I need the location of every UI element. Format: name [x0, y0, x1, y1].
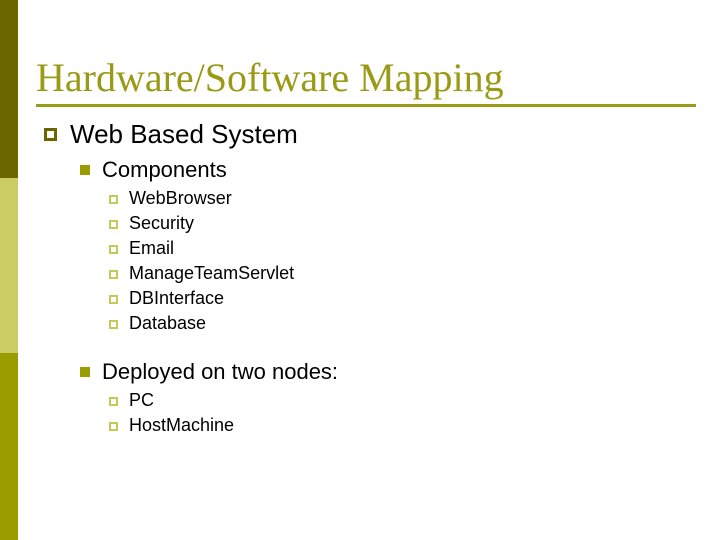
outline-item-level3: Security	[109, 211, 696, 235]
small-hollow-square-bullet-icon	[109, 295, 118, 304]
outline-item-level3: ManageTeamServlet	[109, 261, 696, 285]
outline-group-spacer	[36, 336, 696, 352]
small-hollow-square-bullet-icon	[109, 245, 118, 254]
sidebar-accent-top	[0, 0, 18, 178]
sidebar-accent-middle	[0, 178, 18, 353]
small-hollow-square-bullet-icon	[109, 422, 118, 431]
filled-square-bullet-icon	[80, 165, 90, 175]
outline-item-label: Database	[129, 313, 207, 333]
slide-body-outline: Web Based System Components WebBrowser S…	[36, 118, 696, 438]
small-hollow-square-bullet-icon	[109, 220, 118, 229]
outline-item-level3: PC	[109, 388, 696, 412]
outline-item-level1: Web Based System	[44, 118, 696, 150]
outline-item-label: DBInterface	[129, 288, 225, 308]
sidebar-accent-bottom	[0, 353, 18, 540]
outline-item-level2: Deployed on two nodes:	[80, 358, 696, 386]
small-hollow-square-bullet-icon	[109, 195, 118, 204]
outline-item-level3: DBInterface	[109, 286, 696, 310]
outline-item-label: Security	[129, 213, 195, 233]
outline-item-label: Email	[129, 238, 175, 258]
outline-item-label: Components	[102, 157, 227, 182]
hollow-square-bullet-icon	[44, 128, 57, 141]
title-underline-rule	[36, 104, 696, 107]
slide-title: Hardware/Software Mapping	[36, 55, 504, 100]
outline-item-label: WebBrowser	[129, 188, 232, 208]
outline-item-level2: Components	[80, 156, 696, 184]
outline-item-label: HostMachine	[129, 415, 235, 435]
outline-item-level3: Database	[109, 311, 696, 335]
outline-item-label: ManageTeamServlet	[129, 263, 295, 283]
outline-item-label: PC	[129, 390, 155, 410]
outline-item-level3: WebBrowser	[109, 186, 696, 210]
filled-square-bullet-icon	[80, 367, 90, 377]
outline-item-label: Deployed on two nodes:	[102, 359, 339, 384]
small-hollow-square-bullet-icon	[109, 320, 118, 329]
small-hollow-square-bullet-icon	[109, 397, 118, 406]
outline-item-label: Web Based System	[70, 119, 298, 149]
small-hollow-square-bullet-icon	[109, 270, 118, 279]
outline-item-level3: Email	[109, 236, 696, 260]
outline-item-level3: HostMachine	[109, 413, 696, 437]
